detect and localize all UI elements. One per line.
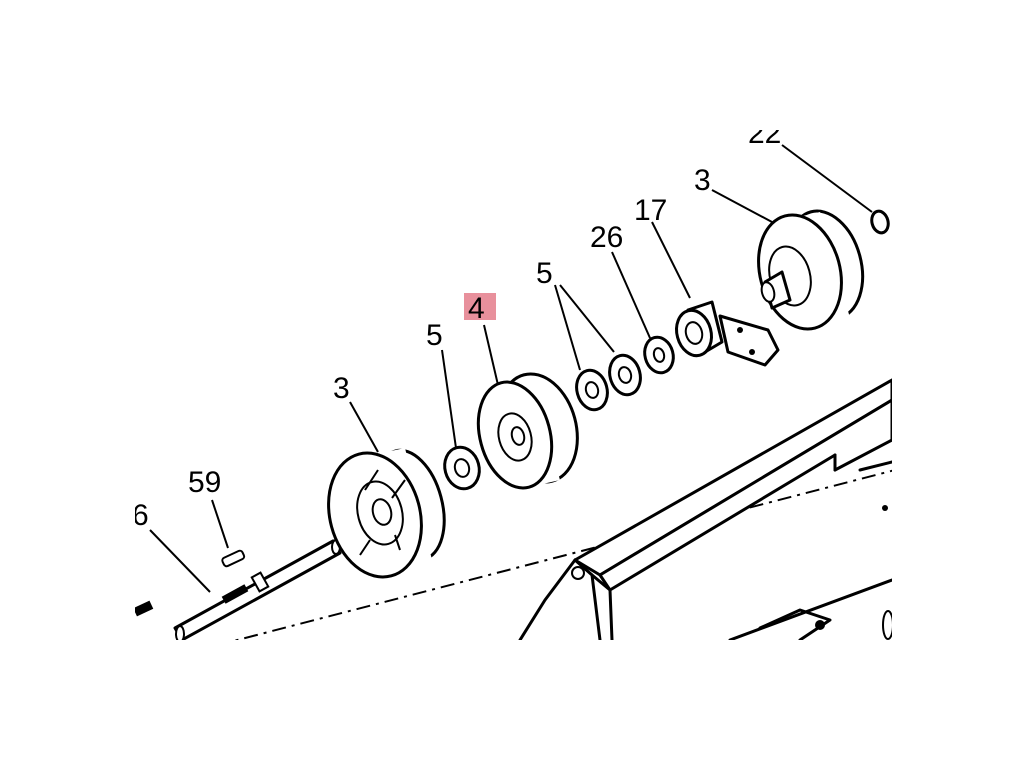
- callout-part-3-right: 3: [694, 164, 711, 197]
- center-axis-line: [233, 469, 892, 640]
- callout-part-26: 26: [590, 221, 623, 254]
- callout-labels: 6 59 3 5 4 5 26 17 3 22: [132, 117, 781, 532]
- callout-part-4: 4: [468, 292, 485, 325]
- callout-part-6: 6: [132, 499, 149, 532]
- callout-part-3-left: 3: [333, 372, 350, 405]
- washer-part-5-middle-b: [608, 353, 642, 397]
- highlight-box: [464, 293, 496, 320]
- bearing-part-17: [675, 300, 780, 367]
- pulley-part-3-right: [757, 209, 865, 331]
- callout-part-5-middle: 5: [536, 257, 553, 290]
- screw-left: [135, 600, 154, 617]
- leader-lines: [149, 144, 873, 593]
- callout-part-59: 59: [188, 466, 221, 499]
- callout-part-17: 17: [634, 194, 667, 227]
- machine-frame: [518, 378, 892, 640]
- shaft-part-6: [173, 539, 342, 640]
- washer-part-26: [643, 335, 675, 375]
- pulley-part-3-left: [327, 448, 446, 579]
- circlip-part-22: [870, 209, 890, 235]
- key-part-59: [221, 549, 246, 568]
- washer-part-5-middle-a: [575, 368, 609, 412]
- callout-part-5-left: 5: [426, 319, 443, 352]
- callout-part-22: 22: [748, 117, 781, 150]
- washer-part-5-left: [443, 445, 481, 491]
- pulley-part-4: [476, 372, 579, 490]
